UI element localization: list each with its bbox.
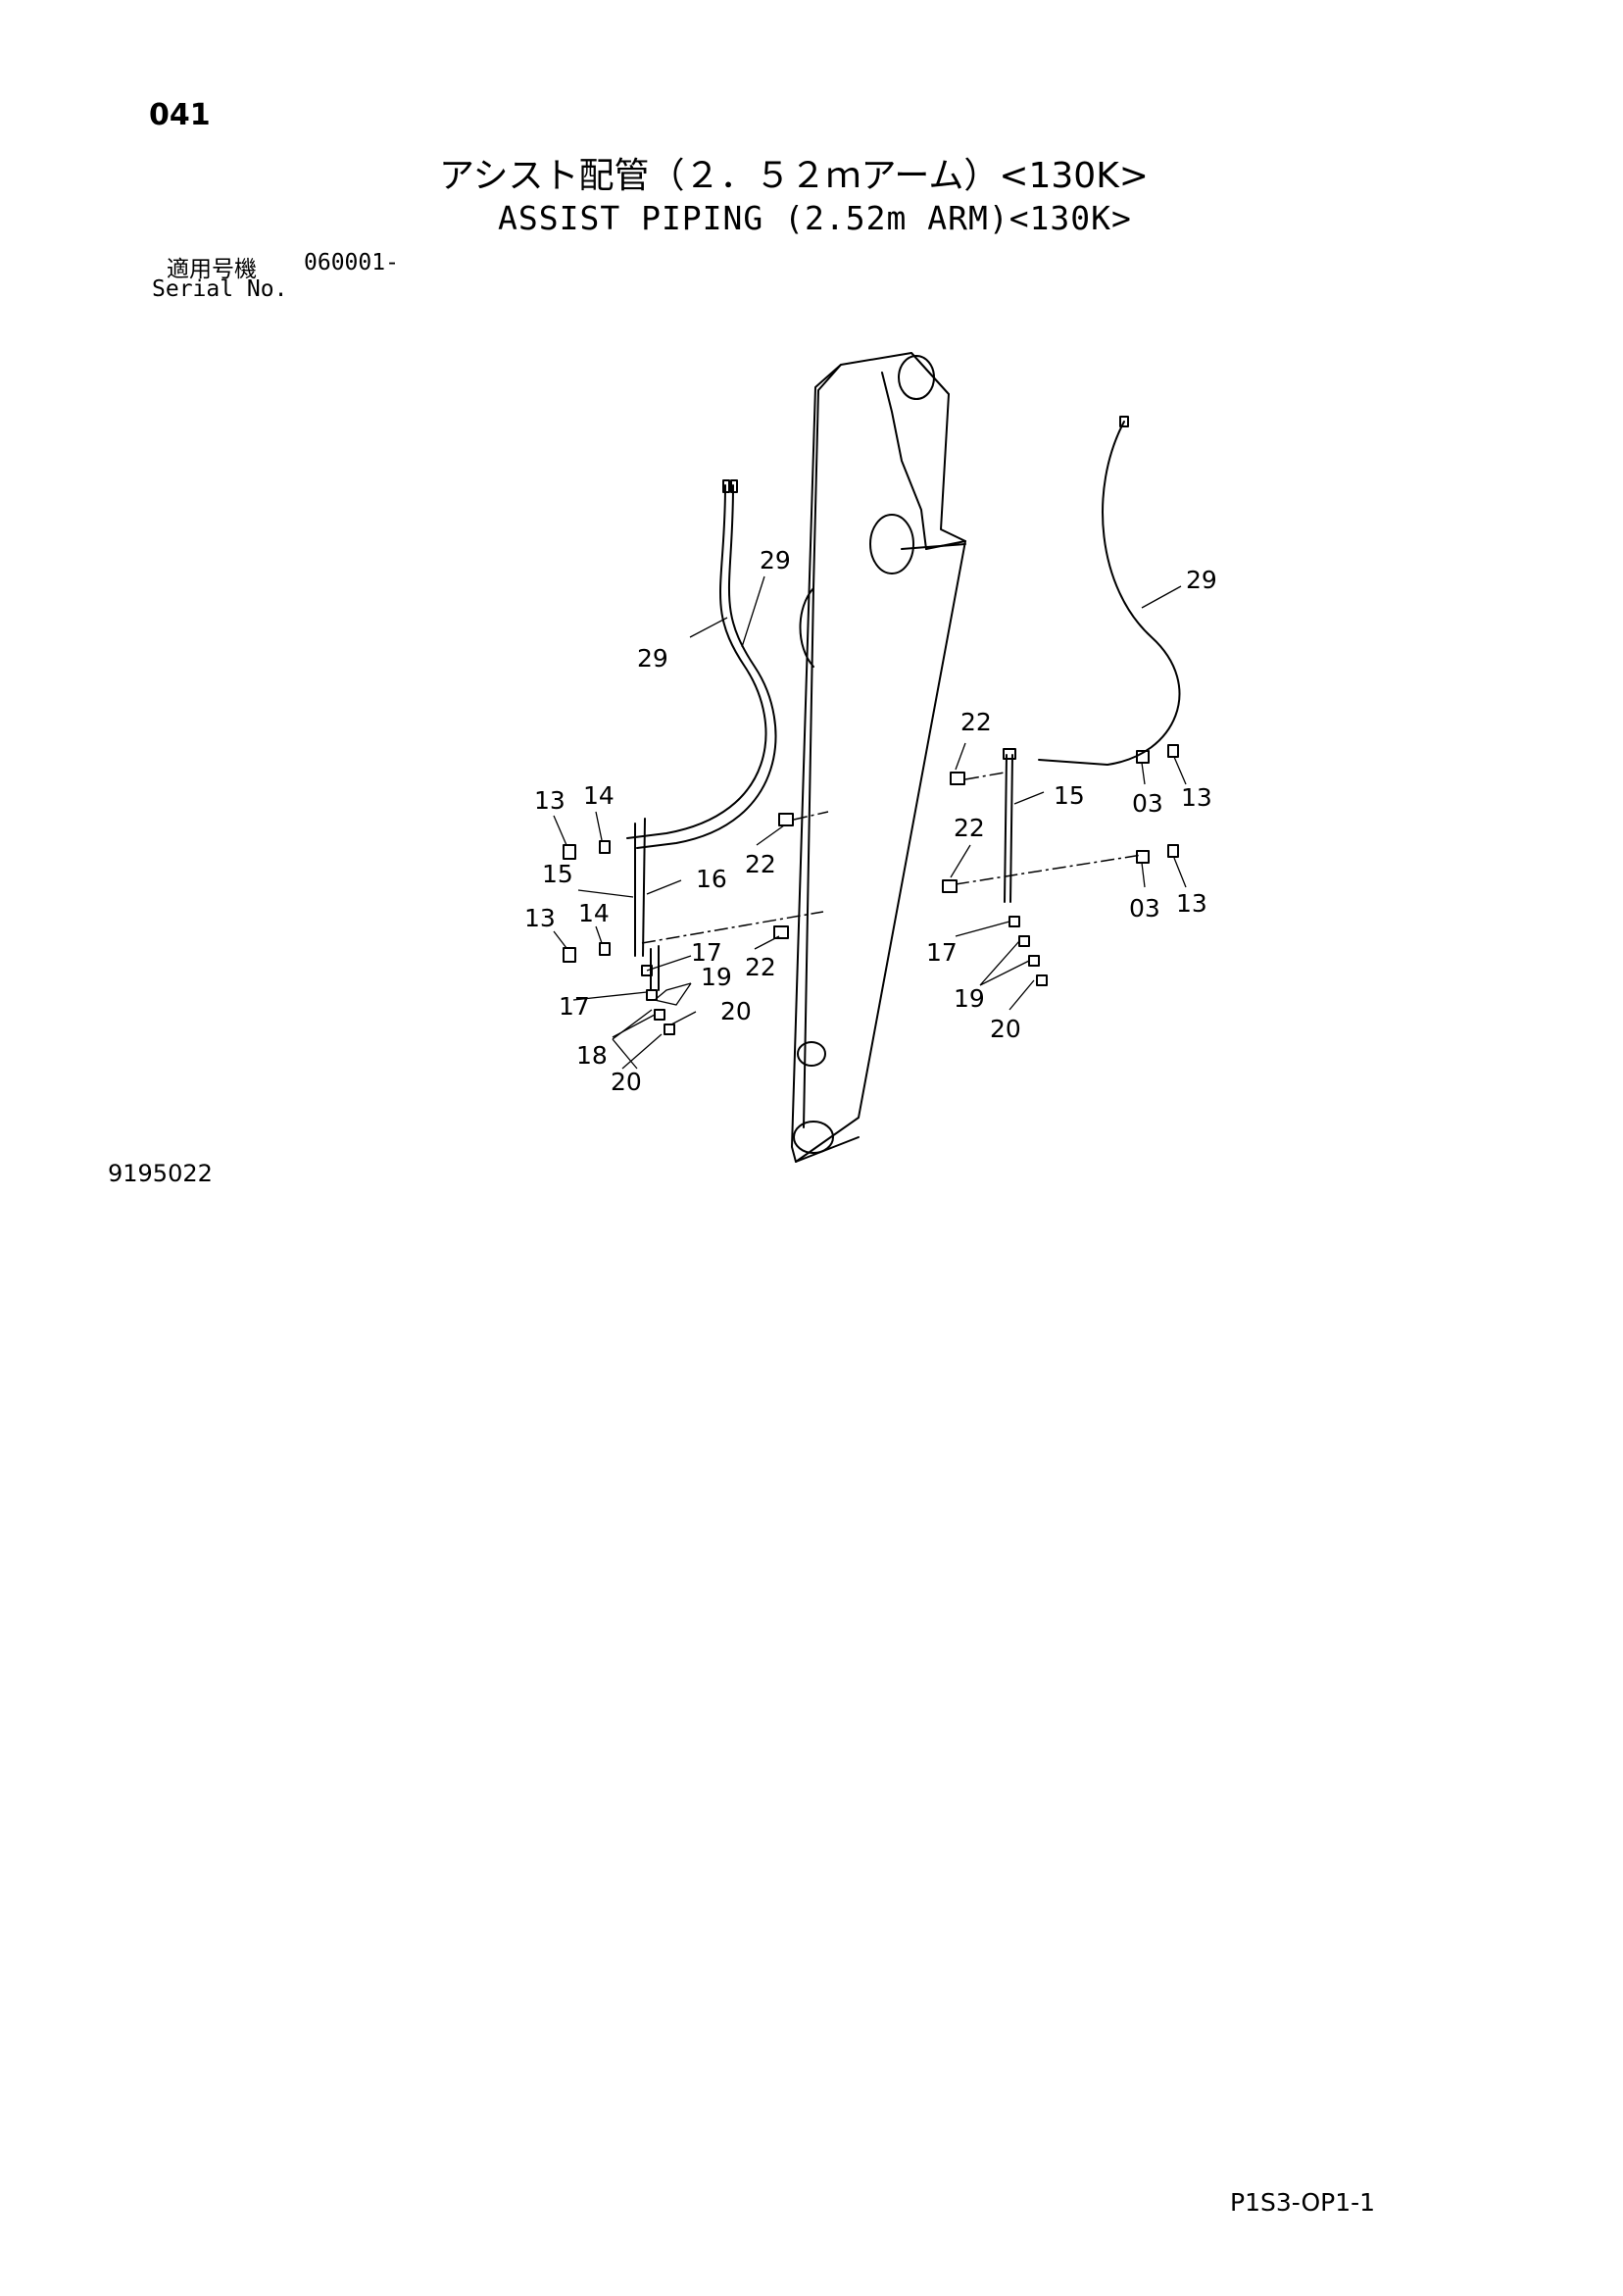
mounting-lines: [641, 772, 1143, 944]
callout-13-right-lower: 13: [1176, 889, 1207, 918]
figure-id: 9195022: [108, 1160, 213, 1187]
serial-label-english: Serial No.: [152, 276, 288, 302]
callout-20-left-lower: 20: [611, 1068, 642, 1096]
page-title-english: ASSIST PIPING (2.52m ARM)<130K>: [498, 199, 1132, 237]
callout-19-right: 19: [954, 984, 985, 1013]
callout-17-left-upper: 17: [691, 938, 722, 967]
callout-13-right-upper: 13: [1181, 783, 1212, 812]
callout-22-right-lower: 22: [954, 814, 985, 842]
callout-03-right-lower: 03: [1129, 894, 1160, 923]
left-fittings: [563, 813, 794, 1035]
callout-15-left: 15: [542, 860, 573, 888]
serial-range: 060001-: [304, 250, 399, 275]
callout-19-left: 19: [701, 963, 732, 991]
left-hoses: [626, 479, 777, 849]
callout-14-left-lower: 14: [578, 899, 610, 927]
callout-20-left-upper: 20: [720, 997, 752, 1025]
callout-13-left-upper: 13: [534, 786, 566, 815]
page-number: 041: [149, 98, 211, 132]
serial-label-japanese: 適用号機: [167, 257, 257, 282]
callout-17-right: 17: [926, 938, 958, 967]
callouts: 29 29 29 13 14 15 16 22 13 14 22 17 19 1…: [524, 546, 1217, 1096]
page-code: P1S3-OP1-1: [1230, 2188, 1376, 2217]
callout-20-right: 20: [990, 1015, 1021, 1043]
callout-14-left-upper: 14: [583, 781, 615, 810]
callout-29-left-upper: 29: [760, 546, 791, 574]
callout-17-left-lower: 17: [559, 992, 590, 1021]
right-hose: [1038, 416, 1181, 766]
page-title-japanese: アシスト配管（２．５２ｍアーム）<130K>: [439, 156, 1149, 196]
callout-16-left: 16: [696, 865, 727, 893]
callout-03-right-upper: 03: [1132, 789, 1163, 818]
callout-13-left-lower: 13: [524, 904, 556, 932]
left-tubes: [634, 818, 660, 991]
callout-29-right: 29: [1186, 566, 1217, 594]
callout-22-left-upper: 22: [745, 850, 776, 878]
callout-29-left-lower: 29: [637, 644, 668, 673]
callout-22-left-lower: 22: [745, 953, 776, 981]
leader-lines: [553, 575, 1187, 1070]
arm-drawing: [791, 352, 966, 1163]
right-tube: [1003, 748, 1016, 903]
callout-18-left: 18: [576, 1041, 608, 1070]
callout-15-right: 15: [1054, 781, 1085, 810]
callout-22-right-upper: 22: [960, 708, 992, 736]
